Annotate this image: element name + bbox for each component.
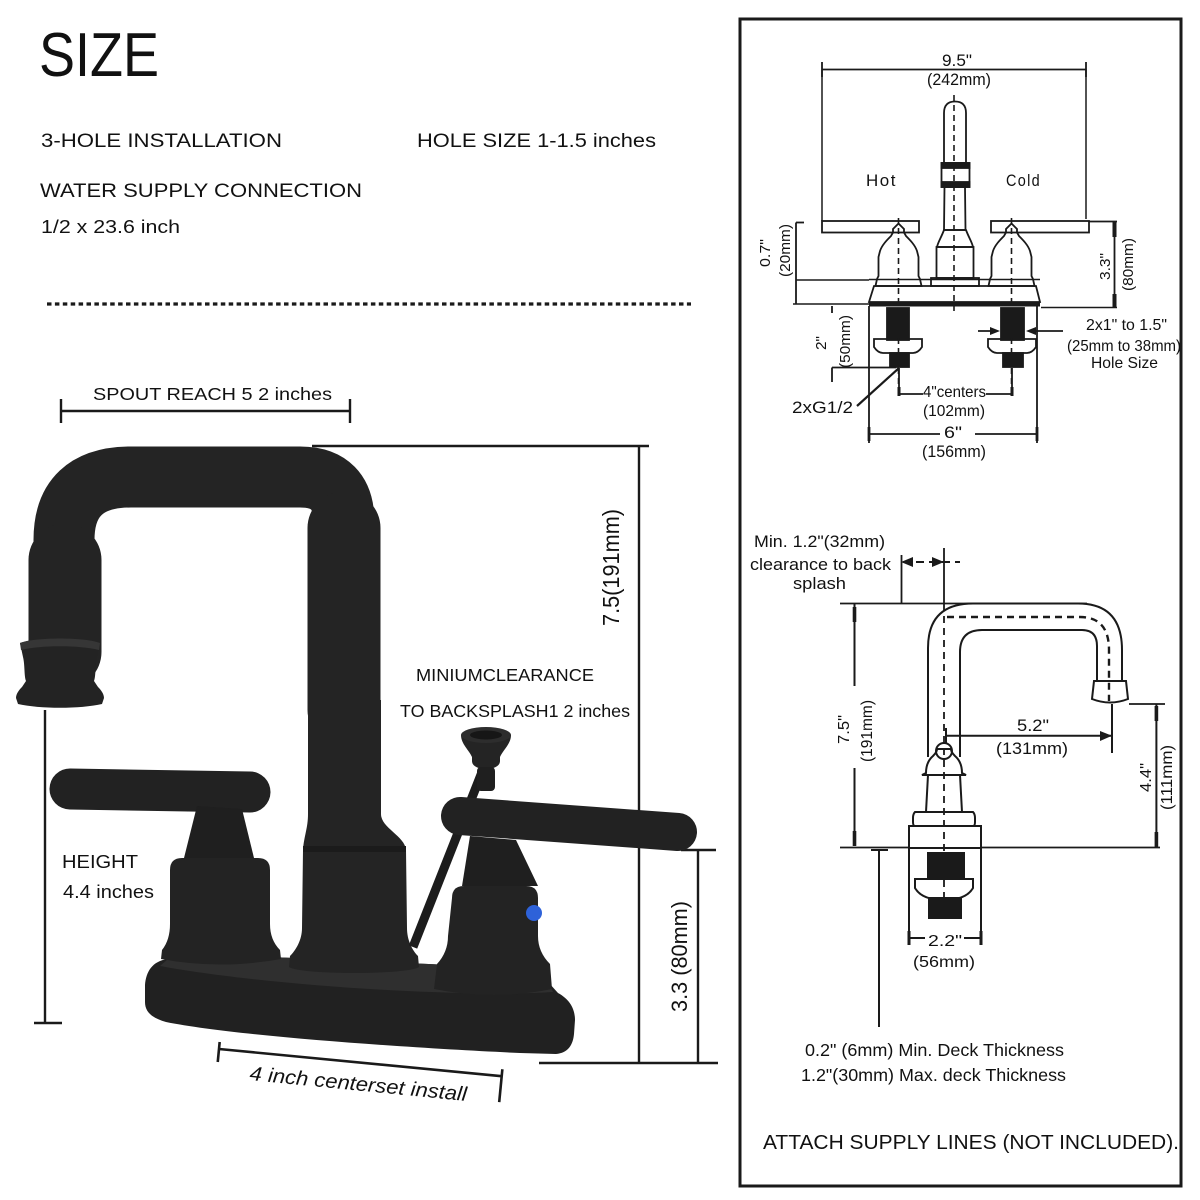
svg-text:(111mm): (111mm) bbox=[1159, 745, 1176, 810]
svg-text:3.3": 3.3" bbox=[1097, 253, 1114, 280]
svg-text:9.5": 9.5" bbox=[942, 52, 972, 70]
svg-text:HOLE SIZE 1-1.5 inches: HOLE SIZE 1-1.5 inches bbox=[417, 131, 656, 152]
svg-text:(20mm): (20mm) bbox=[777, 224, 794, 277]
svg-text:7.5(191mm): 7.5(191mm) bbox=[598, 509, 624, 626]
svg-text:(56mm): (56mm) bbox=[913, 954, 975, 971]
svg-text:(80mm): (80mm) bbox=[1120, 238, 1137, 291]
svg-text:4.4": 4.4" bbox=[1138, 763, 1155, 792]
svg-text:SIZE: SIZE bbox=[39, 21, 159, 90]
svg-text:2": 2" bbox=[813, 336, 830, 350]
svg-text:1/2 x 23.6 inch: 1/2 x 23.6 inch bbox=[41, 217, 180, 237]
svg-text:TO BACKSPLASH1 2 inches: TO BACKSPLASH1 2 inches bbox=[400, 701, 630, 721]
svg-text:4.4 inches: 4.4 inches bbox=[63, 882, 154, 902]
svg-text:(242mm): (242mm) bbox=[927, 71, 991, 89]
svg-text:7.5": 7.5" bbox=[836, 715, 853, 744]
svg-text:Hot: Hot bbox=[866, 172, 897, 190]
svg-text:(131mm): (131mm) bbox=[996, 739, 1068, 758]
svg-text:WATER SUPPLY CONNECTION: WATER SUPPLY CONNECTION bbox=[40, 181, 362, 202]
svg-text:3.3 (80mm): 3.3 (80mm) bbox=[667, 901, 692, 1012]
svg-text:2xG1/2: 2xG1/2 bbox=[792, 399, 853, 417]
svg-text:clearance to back: clearance to back bbox=[750, 555, 892, 574]
svg-text:6": 6" bbox=[944, 424, 962, 442]
svg-text:0.7": 0.7" bbox=[757, 239, 774, 267]
svg-text:(50mm): (50mm) bbox=[837, 315, 854, 368]
svg-text:3-HOLE INSTALLATION: 3-HOLE INSTALLATION bbox=[41, 131, 282, 152]
svg-text:HEIGHT: HEIGHT bbox=[62, 852, 138, 872]
svg-text:(25mm to 38mm): (25mm to 38mm) bbox=[1067, 338, 1181, 355]
svg-text:2.2": 2.2" bbox=[928, 933, 962, 950]
svg-text:Min. 1.2"(32mm): Min. 1.2"(32mm) bbox=[754, 532, 885, 551]
svg-text:ATTACH SUPPLY LINES (NOT INCLU: ATTACH SUPPLY LINES (NOT INCLUDED). bbox=[763, 1131, 1179, 1154]
svg-text:MINIUMCLEARANCE: MINIUMCLEARANCE bbox=[416, 665, 594, 685]
svg-text:splash: splash bbox=[793, 574, 846, 593]
svg-text:0.2" (6mm) Min. Deck Thickness: 0.2" (6mm) Min. Deck Thickness bbox=[805, 1040, 1064, 1060]
svg-text:4"centers: 4"centers bbox=[923, 384, 986, 401]
svg-text:5.2": 5.2" bbox=[1017, 716, 1049, 735]
svg-text:Cold: Cold bbox=[1006, 172, 1041, 190]
svg-text:1.2"(30mm) Max. deck Thickness: 1.2"(30mm) Max. deck Thickness bbox=[801, 1065, 1066, 1085]
svg-text:SPOUT REACH 5 2 inches: SPOUT REACH 5 2 inches bbox=[93, 384, 332, 404]
svg-text:(191mm): (191mm) bbox=[859, 700, 876, 762]
svg-text:(102mm): (102mm) bbox=[923, 403, 985, 420]
svg-text:(156mm): (156mm) bbox=[922, 443, 986, 461]
svg-text:2x1" to 1.5": 2x1" to 1.5" bbox=[1086, 317, 1167, 334]
svg-text:Hole Size: Hole Size bbox=[1091, 355, 1158, 372]
